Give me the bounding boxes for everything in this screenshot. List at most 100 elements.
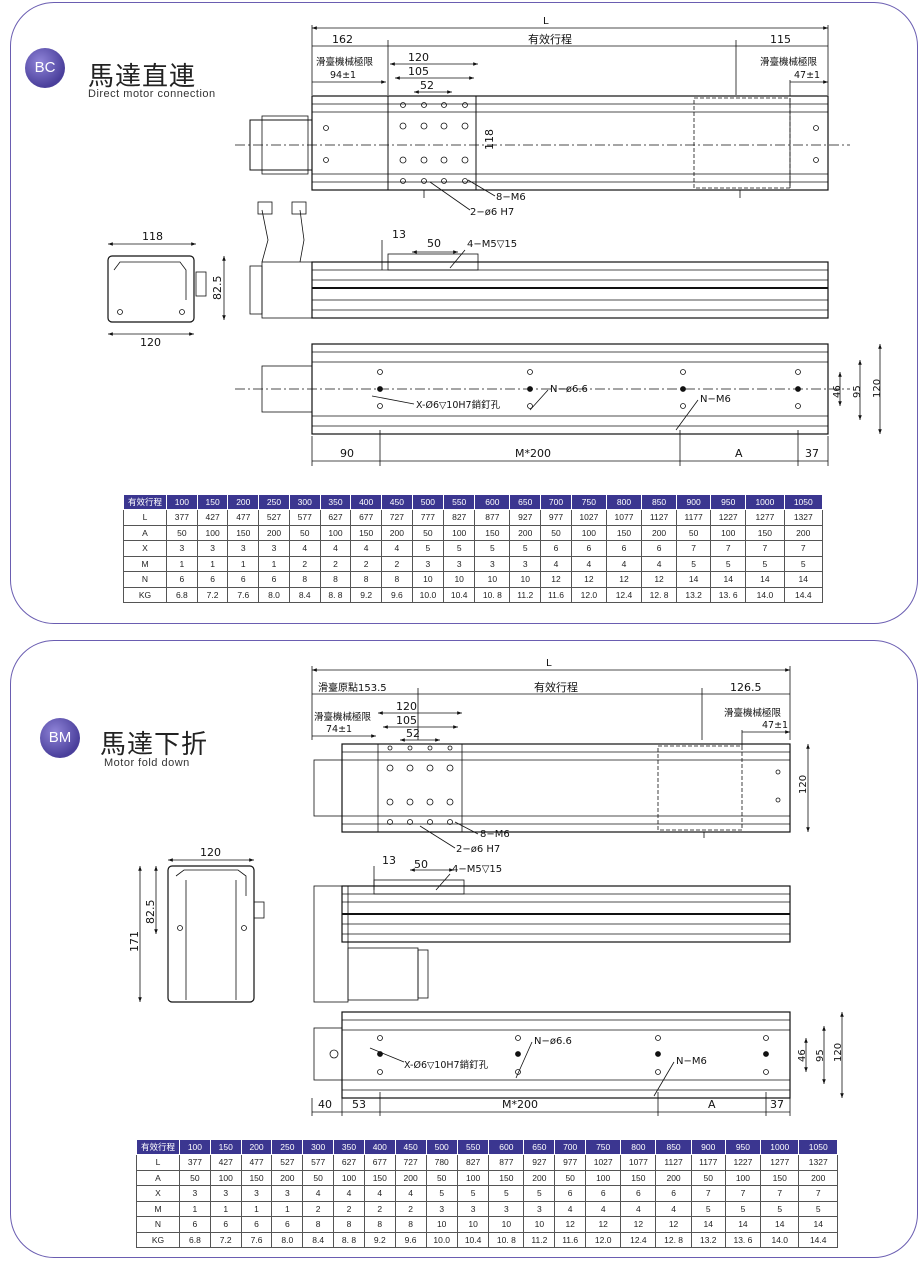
stroke-header: 700 [554,1139,587,1155]
dim-52-bm: 52 [406,727,420,740]
table-cell: 4 [363,1185,396,1202]
dim-90: 90 [340,447,354,460]
table-cell: 50 [425,1169,458,1186]
table-cell: 1227 [724,1154,762,1171]
stroke-header: 500 [411,494,445,510]
table-cell: 10.4 [456,1231,490,1248]
table-cell: 527 [271,1154,304,1171]
table-cell: 8 [363,1216,396,1233]
table-cell: 2 [394,1200,427,1217]
table-cell: 2 [363,1200,396,1217]
table-cell: 5 [690,1200,726,1217]
callout-8m6-bm: 8−M6 [480,829,510,840]
table-cell: 3 [240,1185,273,1202]
table-cell: 3 [271,1185,304,1202]
table-cell: 977 [554,1154,587,1171]
table-cell: 5 [488,1185,525,1202]
table-cell: 2 [302,1200,335,1217]
table-cell: 11.2 [523,1231,556,1248]
table-cell: 7.2 [196,586,229,603]
table-cell: 14 [760,1216,800,1233]
table-cell: 8 [333,1216,365,1233]
callout-n66-bc: N−ø6.6 [550,384,588,395]
stroke-header: 350 [319,494,352,510]
table-cell: 1 [271,1200,304,1217]
stroke-header: 400 [350,494,383,510]
dim-95-bc: 95 [852,385,863,398]
mech-left-bm: 滑臺機械極限 [314,711,372,723]
table-cell: 12.4 [605,586,643,603]
table-cell: 4 [655,1200,692,1217]
table-cell: 12 [655,1216,692,1233]
dim-105-bm: 105 [396,714,417,727]
table-cell: 7 [690,1185,726,1202]
table-cell: 427 [209,1154,242,1171]
dim-118: 118 [483,129,496,150]
stroke-header: 250 [271,1139,304,1155]
table-cell: 9.6 [394,1231,427,1248]
stroke-header: 600 [488,1139,525,1155]
dim-37-bc: 37 [805,447,819,460]
stroke-header: 500 [425,1139,458,1155]
table-cell: 200 [655,1169,692,1186]
callout-h7: 2−ø6 H7 [470,207,514,218]
table-cell: 1 [179,1200,211,1217]
table-cell: 150 [488,1169,525,1186]
table-cell: 3 [523,1200,556,1217]
table-cell: 100 [333,1169,365,1186]
table-cell: 8.0 [271,1231,304,1248]
mech-left-val-bm: 74±1 [326,724,352,735]
dim-37-bm: 37 [770,1098,784,1111]
table-cell: 1327 [783,509,824,526]
callout-n66-bm: N−ø6.6 [534,1036,572,1047]
stroke-header: 950 [724,1139,762,1155]
table-cell: 3 [488,1200,525,1217]
badge-bm: BM [40,718,80,758]
table-cell: 10.0 [425,1231,458,1248]
stroke-header: 1050 [798,1139,838,1155]
table-cell: 377 [179,1154,211,1171]
table-cell: 12. 8 [655,1231,692,1248]
table-cell: 8. 8 [333,1231,365,1248]
stroke-header: 550 [443,494,476,510]
stroke-header: 300 [288,494,321,510]
end-h: 82.5 [211,276,224,301]
table-cell: 6 [554,1185,587,1202]
end-h-bm: 82.5 [144,900,157,925]
table-cell: 12.0 [585,1231,622,1248]
table-cell: 150 [760,1169,800,1186]
callout-pin-bm: X-Ø6▽10H7銷釘孔 [404,1059,489,1071]
table-cell: 6.8 [179,1231,211,1248]
stroke-header: 750 [570,494,607,510]
dim-1265: 126.5 [730,681,762,694]
table-cell: 100 [209,1169,242,1186]
stroke-header: 700 [540,494,572,510]
stroke-header: 600 [474,494,511,510]
table-cell: 5 [724,1200,762,1217]
table-cell: 200 [798,1169,838,1186]
dim-52: 52 [420,79,434,92]
stroke-header: 100 [166,494,198,510]
stroke-header: 800 [605,494,643,510]
dim-120v-bm: 120 [798,775,809,794]
callout-h7-bm: 2−ø6 H7 [456,844,500,855]
table-cell: 150 [240,1169,273,1186]
table-cell: 10. 8 [474,586,511,603]
table-cell: 6 [240,1216,273,1233]
table-cell: 10 [523,1216,556,1233]
table-cell: 200 [394,1169,427,1186]
table-cell: 627 [333,1154,365,1171]
table-cell: 14.4 [783,586,824,603]
dim-46-bm: 46 [797,1049,808,1062]
table-cell: 12.4 [620,1231,657,1248]
table-cell: 14.4 [798,1231,838,1248]
stroke-header: 200 [240,1139,273,1155]
table-cell: 3 [425,1200,458,1217]
table-header-label: 有效行程 [136,1139,180,1155]
